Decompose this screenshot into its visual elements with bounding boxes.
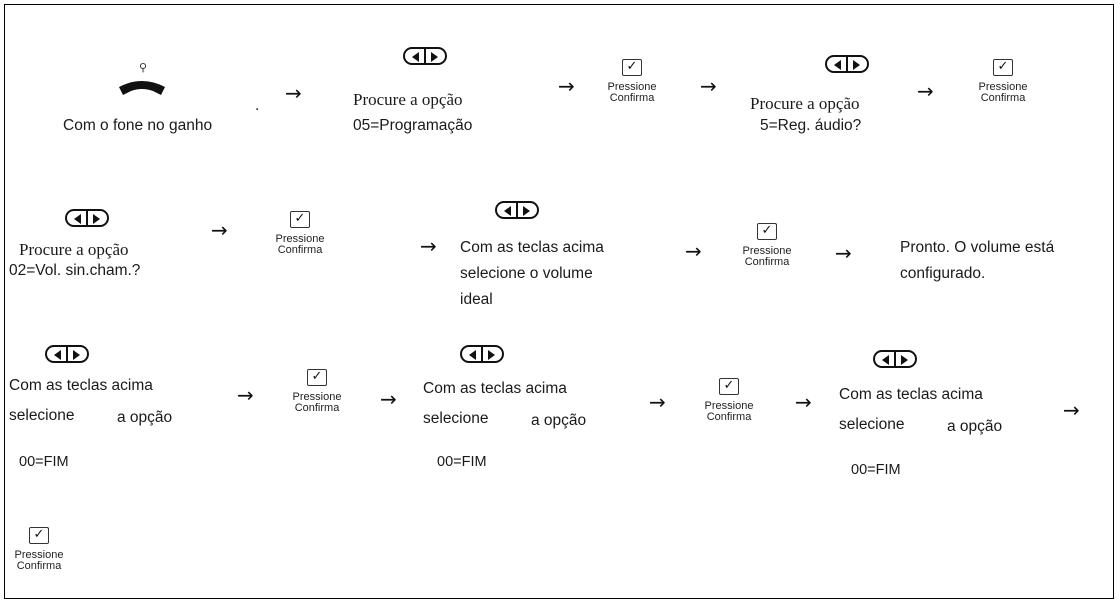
confirm-label-line1: Pressione	[275, 233, 325, 245]
step-end-line3: 00=FIM	[437, 454, 487, 470]
arrow-right-icon: →	[649, 390, 666, 414]
arrow-right-icon: →	[700, 74, 717, 98]
arrow-right-icon: →	[795, 390, 812, 414]
navigation-keys-icon	[460, 345, 506, 365]
step-end-line1: Com as teclas acima	[9, 377, 153, 394]
confirm-label-line1: Pressione	[978, 81, 1028, 93]
diagram-frame: ⚲ Com o fone no ganho . → Procure a opçã…	[4, 4, 1114, 599]
confirm-label-line2: Confirma	[980, 92, 1026, 104]
step-volume-line3: ideal	[460, 291, 493, 308]
navigation-keys-icon	[873, 350, 919, 370]
arrow-right-icon: →	[1063, 398, 1080, 422]
confirm-label-line2: Confirma	[294, 402, 340, 414]
step-end-line3: 00=FIM	[19, 454, 69, 470]
step-handset-label: Com o fone no ganho	[63, 117, 213, 134]
step-end-line1: Com as teclas acima	[839, 386, 983, 403]
confirm-step: ✓ Pressione Confirma	[689, 378, 769, 423]
handset-icon: ⚲	[119, 61, 165, 95]
confirm-checkbox-icon: ✓	[757, 223, 777, 240]
dot-mark: .	[255, 97, 260, 114]
step-end-line2: selecione	[839, 416, 905, 433]
step-end-line2: selecione	[423, 410, 489, 427]
step-volume-line2: selecione o volume	[460, 265, 593, 282]
arrow-right-icon: →	[917, 79, 934, 103]
confirm-step: ✓ Pressione Confirma	[260, 211, 340, 256]
navigation-keys-icon	[825, 55, 871, 75]
confirm-step: ✓ Pressione Confirma	[727, 223, 807, 268]
step-search-option-value: 02=Vol. sin.cham.?	[9, 262, 141, 279]
arrow-right-icon: →	[211, 218, 228, 242]
confirm-label-line1: Pressione	[607, 81, 657, 93]
step-search-option-label: Procure a opção	[353, 90, 463, 109]
confirm-checkbox-icon: ✓	[307, 369, 327, 386]
confirm-label-line2: Confirma	[744, 256, 790, 268]
step-end-line2b: a opção	[531, 412, 587, 429]
confirm-label-line2: Confirma	[277, 244, 323, 256]
step-done-line1: Pronto. O volume está	[900, 239, 1055, 256]
step-search-option-value: 05=Programação	[353, 117, 473, 134]
step-volume-line1: Com as teclas acima	[460, 239, 604, 256]
confirm-label-line2: Confirma	[706, 411, 752, 423]
confirm-step: ✓ Pressione Confirma	[277, 369, 357, 414]
step-search-option-label: Procure a opção	[750, 94, 860, 113]
arrow-right-icon: →	[835, 241, 852, 265]
arrow-right-icon: →	[237, 383, 254, 407]
confirm-checkbox-icon: ✓	[622, 59, 642, 76]
confirm-label-line1: Pressione	[292, 391, 342, 403]
step-end-line1: Com as teclas acima	[423, 380, 567, 397]
step-end-line2b: a opção	[117, 409, 173, 426]
navigation-keys-icon	[403, 47, 449, 67]
confirm-label-line1: Pressione	[704, 400, 754, 412]
navigation-keys-icon	[65, 209, 111, 229]
step-end-line2b: a opção	[947, 418, 1003, 435]
arrow-right-icon: →	[420, 234, 437, 258]
navigation-keys-icon	[45, 345, 91, 365]
confirm-checkbox-icon: ✓	[993, 59, 1013, 76]
arrow-right-icon: →	[558, 74, 575, 98]
arrow-right-icon: →	[380, 387, 397, 411]
arrow-right-icon: →	[685, 239, 702, 263]
confirm-label-line1: Pressione	[742, 245, 792, 257]
confirm-checkbox-icon: ✓	[29, 527, 49, 544]
confirm-label-line2: Confirma	[16, 560, 62, 572]
confirm-step: ✓ Pressione Confirma	[592, 59, 672, 104]
navigation-keys-icon	[495, 201, 541, 221]
confirm-step: ✓ Pressione Confirma	[963, 59, 1043, 104]
confirm-checkbox-icon: ✓	[719, 378, 739, 395]
svg-text:⚲: ⚲	[139, 61, 147, 74]
confirm-checkbox-icon: ✓	[290, 211, 310, 228]
arrow-right-icon: →	[285, 81, 302, 105]
step-search-option-value: 5=Reg. áudio?	[760, 117, 862, 134]
step-search-option-label: Procure a opção	[19, 240, 129, 259]
confirm-label-line1: Pressione	[14, 549, 64, 561]
step-done-line2: configurado.	[900, 265, 986, 282]
confirm-step: ✓ Pressione Confirma	[0, 527, 79, 572]
confirm-label-line2: Confirma	[609, 92, 655, 104]
step-end-line2: selecione	[9, 407, 75, 424]
step-end-line3: 00=FIM	[851, 462, 901, 478]
